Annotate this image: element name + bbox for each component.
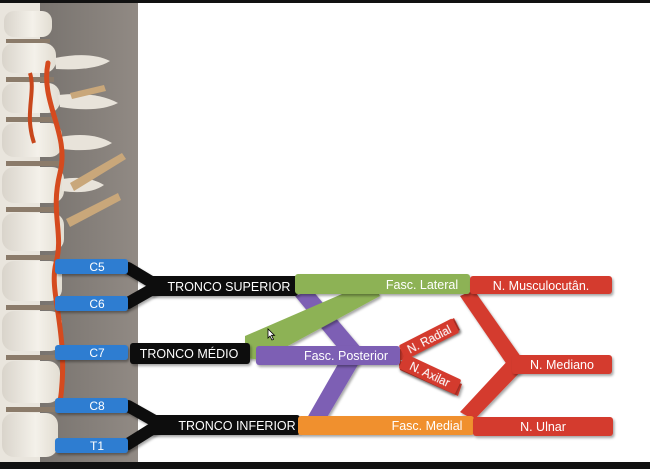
nerve-axillary: N. Axilar <box>399 354 461 394</box>
cord-posterior: Fasc. Posterior <box>256 346 400 365</box>
trunk-lower-label: TRONCO INFERIOR <box>178 419 295 433</box>
root-t1: T1 <box>55 438 128 453</box>
root-c5: C5 <box>55 259 128 274</box>
root-c6-label: C6 <box>89 297 105 311</box>
root-c8: C8 <box>55 398 128 413</box>
nerve-musculocutaneous: N. Musculocutân. <box>470 276 612 294</box>
cord-lateral: Fasc. Lateral <box>295 274 470 294</box>
nerve-median: N. Mediano <box>512 355 612 374</box>
root-c5-label: C5 <box>89 260 105 274</box>
posterior-connectors <box>295 290 362 426</box>
cord-medial-label: Fasc. Medial <box>392 419 463 433</box>
root-c7-label: C7 <box>89 346 105 360</box>
lateral-connector <box>245 281 380 360</box>
root-c8-label: C8 <box>89 399 105 413</box>
trunk-middle-label: TRONCO MÉDIO <box>140 346 239 361</box>
trunk-upper-label: TRONCO SUPERIOR <box>168 280 291 294</box>
trunk-middle: TRONCO MÉDIO <box>130 343 250 364</box>
root-c7: C7 <box>55 345 128 360</box>
trunk-lower: TRONCO INFERIOR <box>150 415 300 435</box>
nerve-radial: N. Radial <box>399 318 459 360</box>
bottom-border <box>0 462 650 469</box>
root-c6: C6 <box>55 296 128 311</box>
cord-lateral-label: Fasc. Lateral <box>386 278 458 292</box>
root-t1-label: T1 <box>90 439 104 453</box>
nerve-median-label: N. Mediano <box>530 358 594 372</box>
cord-medial: Fasc. Medial <box>298 416 474 435</box>
mouse-cursor-icon <box>267 328 276 341</box>
cord-posterior-label: Fasc. Posterior <box>304 349 388 363</box>
spine-photo <box>0 3 138 462</box>
nerve-ulnar: N. Ulnar <box>473 417 613 436</box>
nerve-ulnar-label: N. Ulnar <box>520 420 566 434</box>
trunk-upper: TRONCO SUPERIOR <box>150 276 298 296</box>
terminal-connectors <box>398 290 526 420</box>
nerve-musculocutaneous-label: N. Musculocutân. <box>493 279 590 293</box>
top-border <box>0 0 650 3</box>
